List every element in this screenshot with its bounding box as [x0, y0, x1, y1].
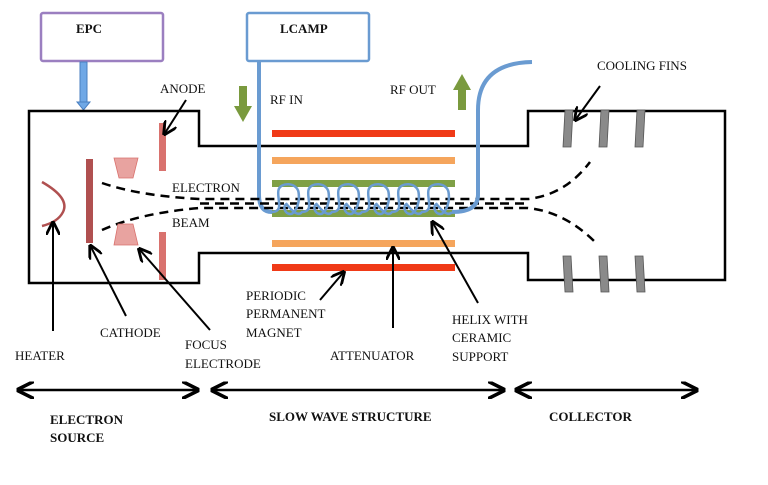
pointer-arrows [53, 85, 601, 331]
focus-electrode-label-2: ELECTRODE [185, 356, 261, 371]
attenuator-top [272, 157, 455, 164]
electron-beam-label-2: BEAM [172, 215, 210, 230]
helix-coil [271, 183, 453, 216]
rf-input-line [257, 62, 273, 214]
rf-in-label: RF IN [270, 92, 303, 107]
rf-out-label: RF OUT [390, 82, 436, 97]
attenuator-bottom [272, 240, 455, 247]
helix-support-top [272, 180, 455, 187]
focus-electrode-top [113, 157, 139, 179]
lcamp-label: LCAMP [280, 21, 328, 36]
magnet-top [272, 130, 455, 137]
helix-coil-path [271, 183, 453, 216]
epc-power-arrow [75, 61, 92, 111]
section-collector: COLLECTOR [549, 409, 632, 424]
anode-label: ANODE [160, 81, 206, 96]
section-electron-source-1: ELECTRON [50, 412, 124, 427]
magnet-pointer [319, 273, 343, 301]
cooling-fins [562, 109, 646, 293]
section-slow-wave-structure: SLOW WAVE STRUCTURE [269, 409, 432, 424]
electron-beam [101, 161, 596, 243]
anode-bottom [159, 232, 166, 280]
helix-label-2: CERAMIC [452, 330, 511, 345]
focus-electrode-bottom [113, 223, 139, 246]
ppm-label-1: PERIODIC [246, 288, 306, 303]
helix-label-3: SUPPORT [452, 349, 508, 364]
section-electron-source-2: SOURCE [50, 430, 104, 445]
heater-label: HEATER [15, 348, 65, 363]
tube-outline [27, 109, 727, 285]
rf-output-line [451, 60, 533, 214]
ppm-label-2: PERMANENT [246, 306, 326, 321]
magnet-bottom [272, 264, 455, 271]
rf-out-arrow [453, 74, 471, 110]
epc-box: EPC [39, 11, 165, 63]
attenuator-label: ATTENUATOR [330, 348, 415, 363]
helix-support-bottom [272, 210, 455, 217]
helix-label-1: HELIX WITH [452, 312, 528, 327]
cathode-label: CATHODE [100, 325, 161, 340]
epc-label: EPC [76, 21, 102, 36]
lcamp-box: LCAMP [245, 11, 371, 63]
cooling-fins-pointer [576, 85, 601, 119]
focus-electrode-label-1: FOCUS [185, 337, 227, 352]
helix-pointer [433, 223, 479, 304]
ppm-label-3: MAGNET [246, 325, 302, 340]
cathode [86, 159, 93, 243]
electron-beam-label-1: ELECTRON [172, 180, 240, 195]
focus-electrode-pointer [140, 250, 211, 331]
heater-filament [41, 180, 66, 228]
cathode-pointer [91, 247, 127, 317]
anode-pointer [165, 99, 187, 133]
anode-top [159, 123, 166, 171]
rf-in-arrow [234, 86, 252, 122]
cooling-fins-label: COOLING FINS [597, 58, 687, 73]
